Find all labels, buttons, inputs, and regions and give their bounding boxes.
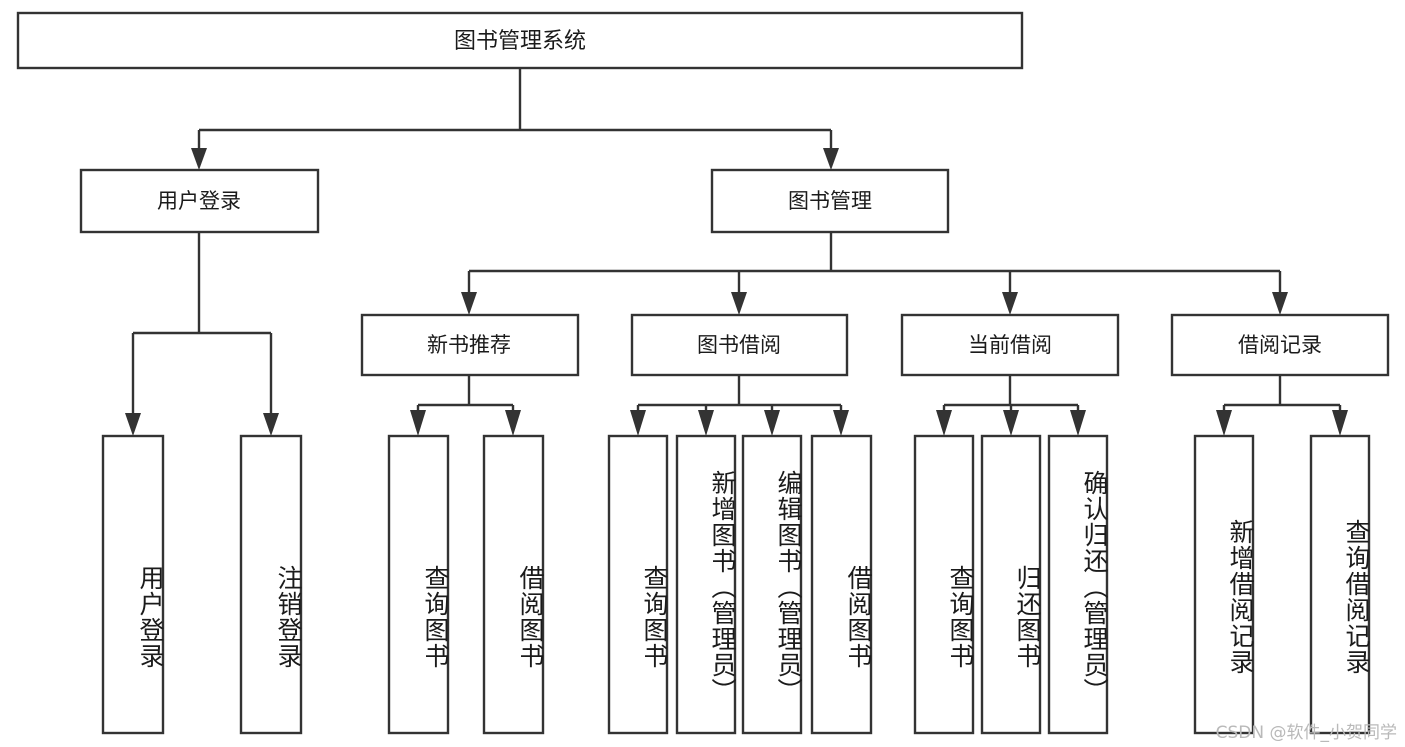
node-leaf-confirm-return[interactable] [1047, 434, 1109, 735]
arrow-to-user-login [191, 148, 207, 170]
arrow-to-current-borrow [1002, 292, 1018, 315]
label-book-management: 图书管理 [788, 189, 872, 213]
node-leaf-query-record[interactable] [1309, 434, 1371, 735]
arrow-to-book-borrow [731, 292, 747, 315]
node-leaf-query-book-3[interactable] [913, 434, 975, 735]
node-leaf-query-book-1[interactable] [387, 434, 450, 735]
arrow-to-leaf-query-book-3 [936, 410, 952, 436]
label-borrow-record: 借阅记录 [1238, 333, 1322, 357]
label-root: 图书管理系统 [454, 29, 586, 54]
arrow-to-leaf-edit-book [764, 410, 780, 436]
node-leaf-logout-login[interactable] [239, 434, 303, 735]
arrow-to-leaf-user-login [125, 413, 141, 436]
arrow-to-leaf-query-book-1 [410, 410, 426, 436]
arrow-to-leaf-query-record [1332, 410, 1348, 436]
node-root[interactable] [16, 11, 1024, 70]
arrow-to-leaf-add-record [1216, 410, 1232, 436]
label-user-login: 用户登录 [157, 189, 241, 213]
node-leaf-borrow-book-1[interactable] [482, 434, 545, 735]
arrow-to-leaf-add-book [698, 410, 714, 436]
arrow-to-leaf-confirm-return [1070, 410, 1086, 436]
node-current-borrow[interactable] [900, 313, 1120, 377]
node-leaf-edit-book[interactable] [741, 434, 803, 735]
node-new-book-recommend[interactable] [360, 313, 580, 377]
node-leaf-user-login[interactable] [101, 434, 165, 735]
node-label-group: 图书管理系统 用户登录 图书管理 新书推荐 图书借阅 当前借阅 借阅记录 [157, 29, 1322, 357]
arrow-to-book-management [823, 148, 839, 170]
connector-group [125, 68, 1348, 436]
arrow-to-leaf-borrow-book-2 [833, 410, 849, 436]
watermark-text: CSDN @软件_小贺同学 [1215, 723, 1397, 743]
arrow-to-leaf-logout-login [263, 413, 279, 436]
node-leaf-return-book[interactable] [980, 434, 1042, 735]
node-box-group [16, 11, 1390, 735]
node-book-management[interactable] [710, 168, 950, 234]
node-leaf-borrow-book-2[interactable] [810, 434, 873, 735]
node-leaf-add-record[interactable] [1193, 434, 1255, 735]
node-leaf-add-book[interactable] [675, 434, 737, 735]
arrow-to-new-book-recommend [461, 292, 477, 315]
label-current-borrow: 当前借阅 [968, 333, 1052, 357]
node-book-borrow[interactable] [630, 313, 849, 377]
arrow-to-leaf-return-book [1003, 410, 1019, 436]
node-borrow-record[interactable] [1170, 313, 1390, 377]
node-leaf-query-book-2[interactable] [607, 434, 669, 735]
arrow-to-leaf-query-book-2 [630, 410, 646, 436]
arrow-to-borrow-record [1272, 292, 1288, 315]
label-new-book-recommend: 新书推荐 [427, 333, 511, 357]
arrow-to-leaf-borrow-book-1 [505, 410, 521, 436]
node-user-login[interactable] [79, 168, 320, 234]
label-book-borrow: 图书借阅 [697, 333, 781, 357]
